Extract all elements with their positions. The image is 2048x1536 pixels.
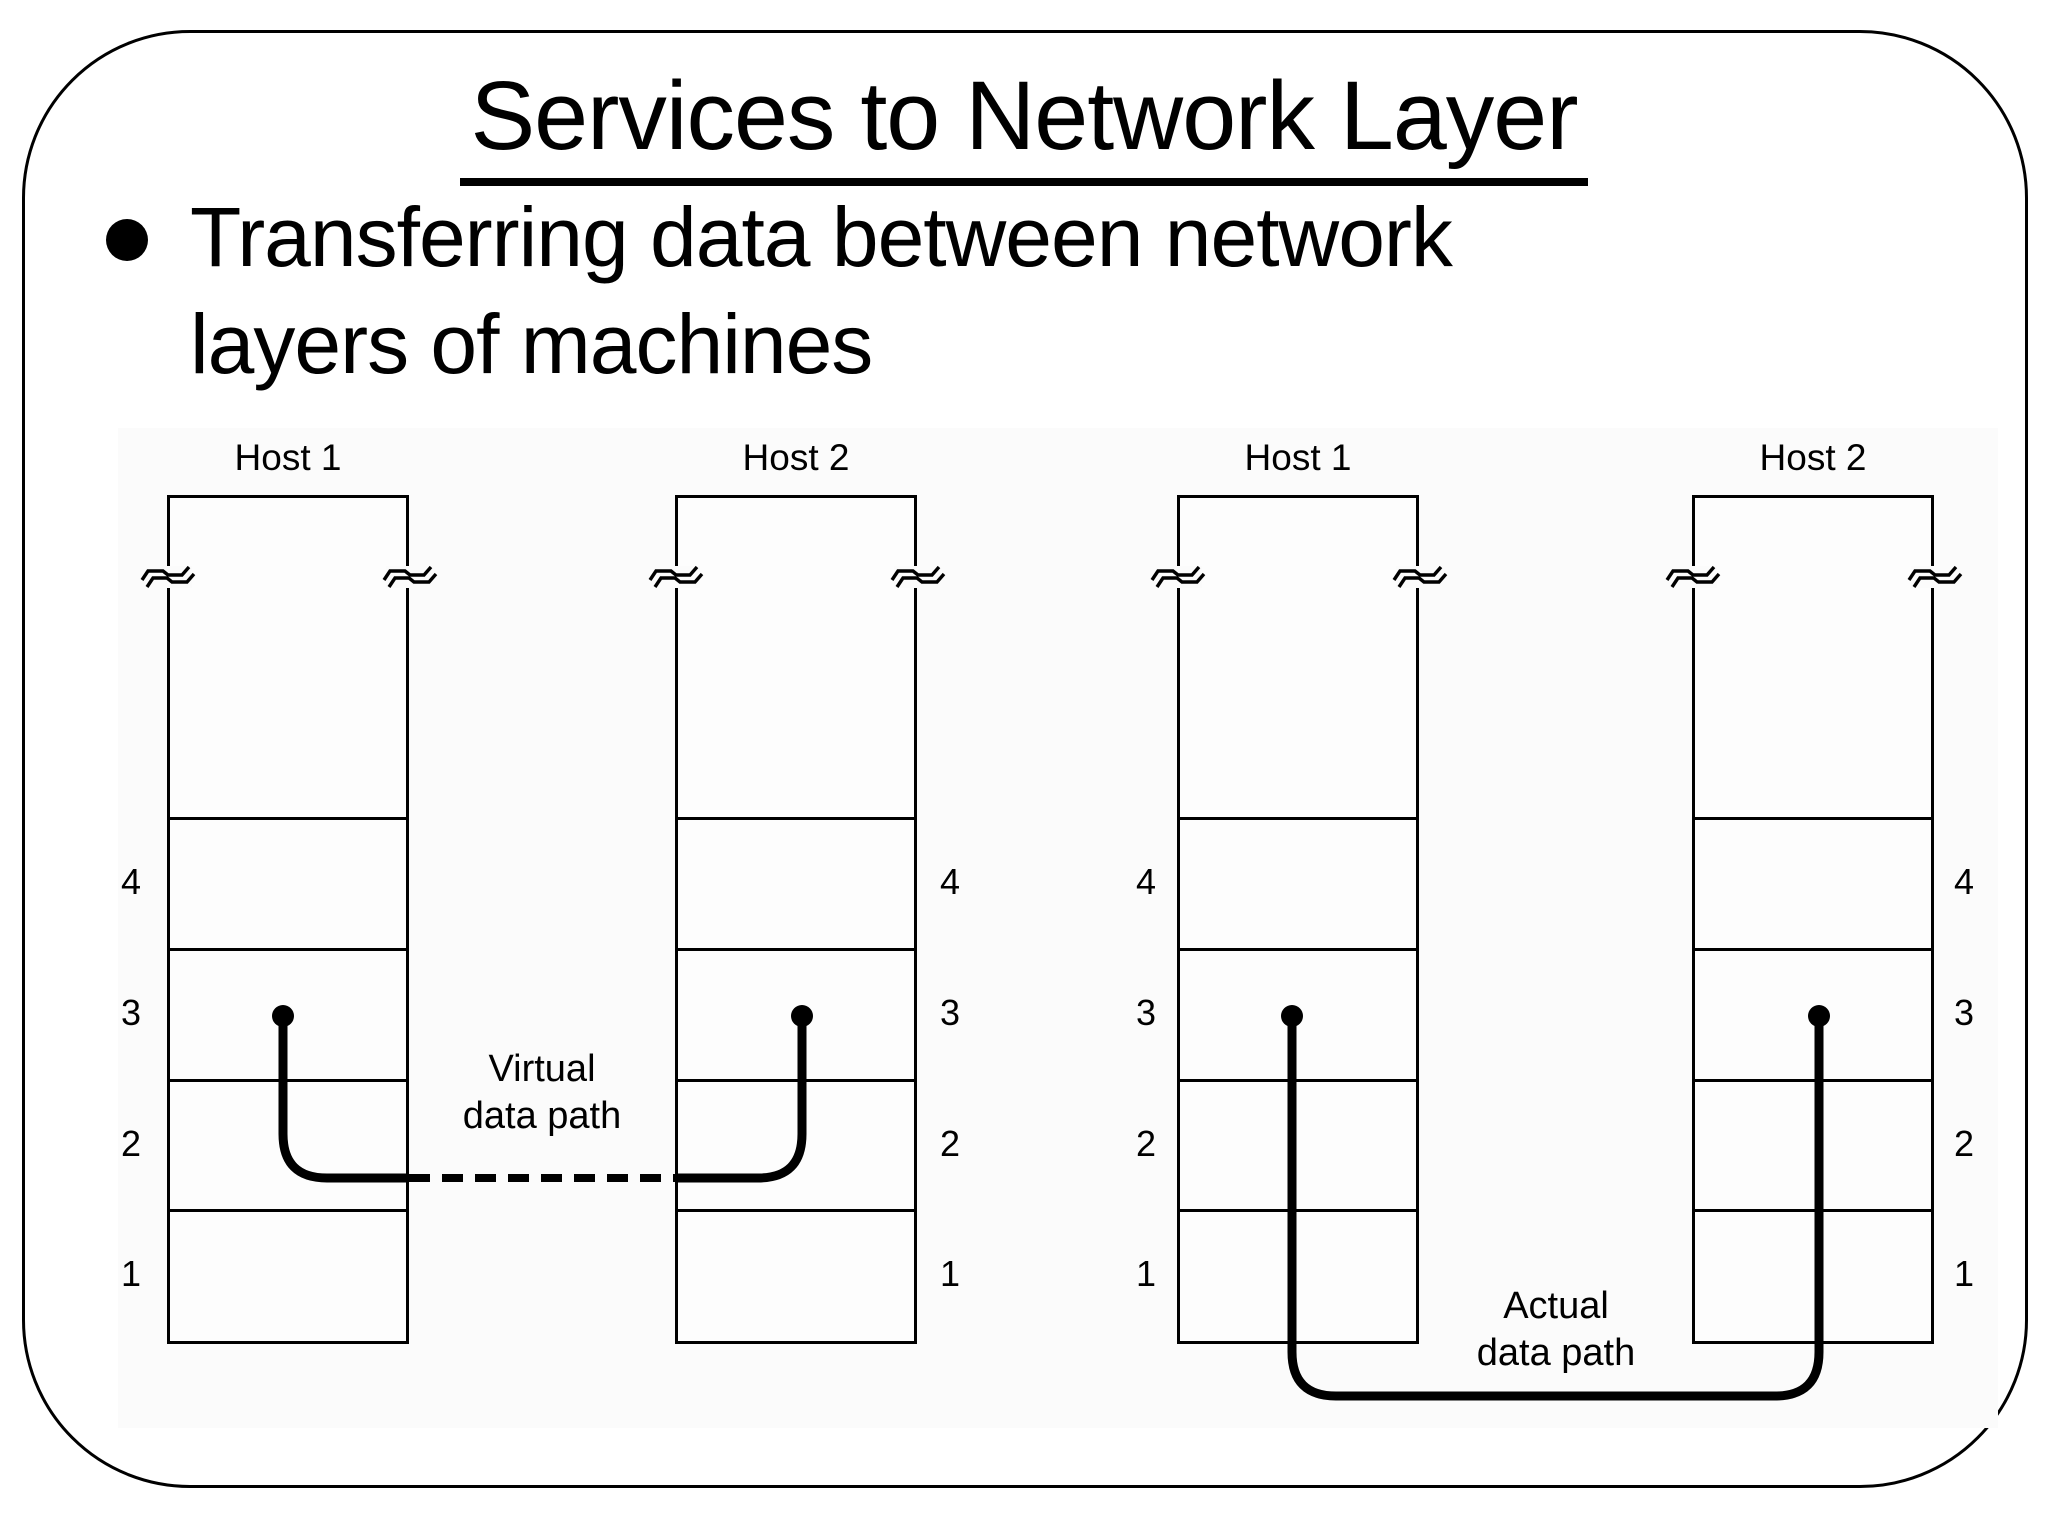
layer-number: 4 xyxy=(1135,861,1157,902)
layer-divider xyxy=(678,817,914,820)
layer-divider xyxy=(678,1079,914,1082)
actual-data-path-line xyxy=(1287,1016,1824,1401)
layer-divider xyxy=(1695,1079,1931,1082)
layer-number: 2 xyxy=(1135,1123,1157,1164)
path-endpoint-dot xyxy=(272,1005,294,1027)
layer-divider xyxy=(1695,948,1931,951)
layer-divider xyxy=(678,1209,914,1212)
layer-number: 1 xyxy=(120,1253,142,1294)
path-endpoint-dot xyxy=(1281,1005,1303,1027)
break-icon xyxy=(140,565,196,588)
layer-divider xyxy=(170,1209,406,1212)
break-icon xyxy=(1665,565,1721,588)
layer-divider xyxy=(1695,817,1931,820)
bullet-line-2: layers of machines xyxy=(190,297,873,391)
layer-divider xyxy=(1180,1209,1416,1212)
host-stack xyxy=(1177,495,1419,1344)
path-endpoint-dot xyxy=(1808,1005,1830,1027)
host-label-3: Host 1 xyxy=(1244,437,1352,478)
bullet-line-1: Transferring data between network xyxy=(190,190,1453,284)
layer-number: 2 xyxy=(939,1123,961,1164)
diagram-panel xyxy=(118,428,1998,1428)
break-icon xyxy=(890,565,946,588)
layer-divider xyxy=(1180,817,1416,820)
break-icon xyxy=(1907,565,1963,588)
layer-divider xyxy=(170,1079,406,1082)
virtual-data-path-line xyxy=(675,1016,807,1183)
layer-number: 4 xyxy=(1953,861,1975,902)
break-icon xyxy=(1392,565,1448,588)
path-endpoint-dot xyxy=(791,1005,813,1027)
layer-number: 1 xyxy=(1135,1253,1157,1294)
break-icon xyxy=(648,565,704,588)
layer-number: 2 xyxy=(120,1123,142,1164)
virtual-data-path-line xyxy=(278,1016,409,1183)
actual-data-path-label-line-1: Actual xyxy=(1503,1285,1609,1327)
virtual-data-path-label-line-1: Virtual xyxy=(488,1048,596,1090)
layer-number: 4 xyxy=(120,861,142,902)
break-icon xyxy=(1150,565,1206,588)
virtual-data-path-label-line-2: data path xyxy=(462,1095,622,1137)
virtual-data-path-label: Virtual data path xyxy=(412,1046,672,1140)
layer-number: 3 xyxy=(939,992,961,1033)
layer-number: 1 xyxy=(1953,1253,1975,1294)
break-icon xyxy=(382,565,438,588)
host-stack xyxy=(167,495,409,1344)
host-label-4: Host 2 xyxy=(1759,437,1867,478)
host-label-2: Host 2 xyxy=(742,437,850,478)
layer-divider xyxy=(170,948,406,951)
layer-divider xyxy=(1180,948,1416,951)
layer-divider xyxy=(678,948,914,951)
actual-data-path-label: Actual data path xyxy=(1426,1283,1686,1377)
layer-divider xyxy=(170,817,406,820)
page-title-text: Services to Network Layer xyxy=(460,60,1588,186)
page-title: Services to Network Layer xyxy=(0,60,2048,186)
layer-divider xyxy=(1695,1209,1931,1212)
actual-data-path-label-line-2: data path xyxy=(1476,1332,1636,1374)
layer-divider xyxy=(1180,1079,1416,1082)
host-stack xyxy=(1692,495,1934,1344)
layer-number: 3 xyxy=(120,992,142,1033)
layer-number: 1 xyxy=(939,1253,961,1294)
host-label-1: Host 1 xyxy=(234,437,342,478)
bullet-item: Transferring data between network layers… xyxy=(190,184,1790,398)
layer-number: 3 xyxy=(1135,992,1157,1033)
layer-number: 4 xyxy=(939,861,961,902)
bullet-icon xyxy=(106,219,148,261)
layer-number: 2 xyxy=(1953,1123,1975,1164)
host-stack xyxy=(675,495,917,1344)
layer-number: 3 xyxy=(1953,992,1975,1033)
slide-border xyxy=(22,30,2028,1488)
